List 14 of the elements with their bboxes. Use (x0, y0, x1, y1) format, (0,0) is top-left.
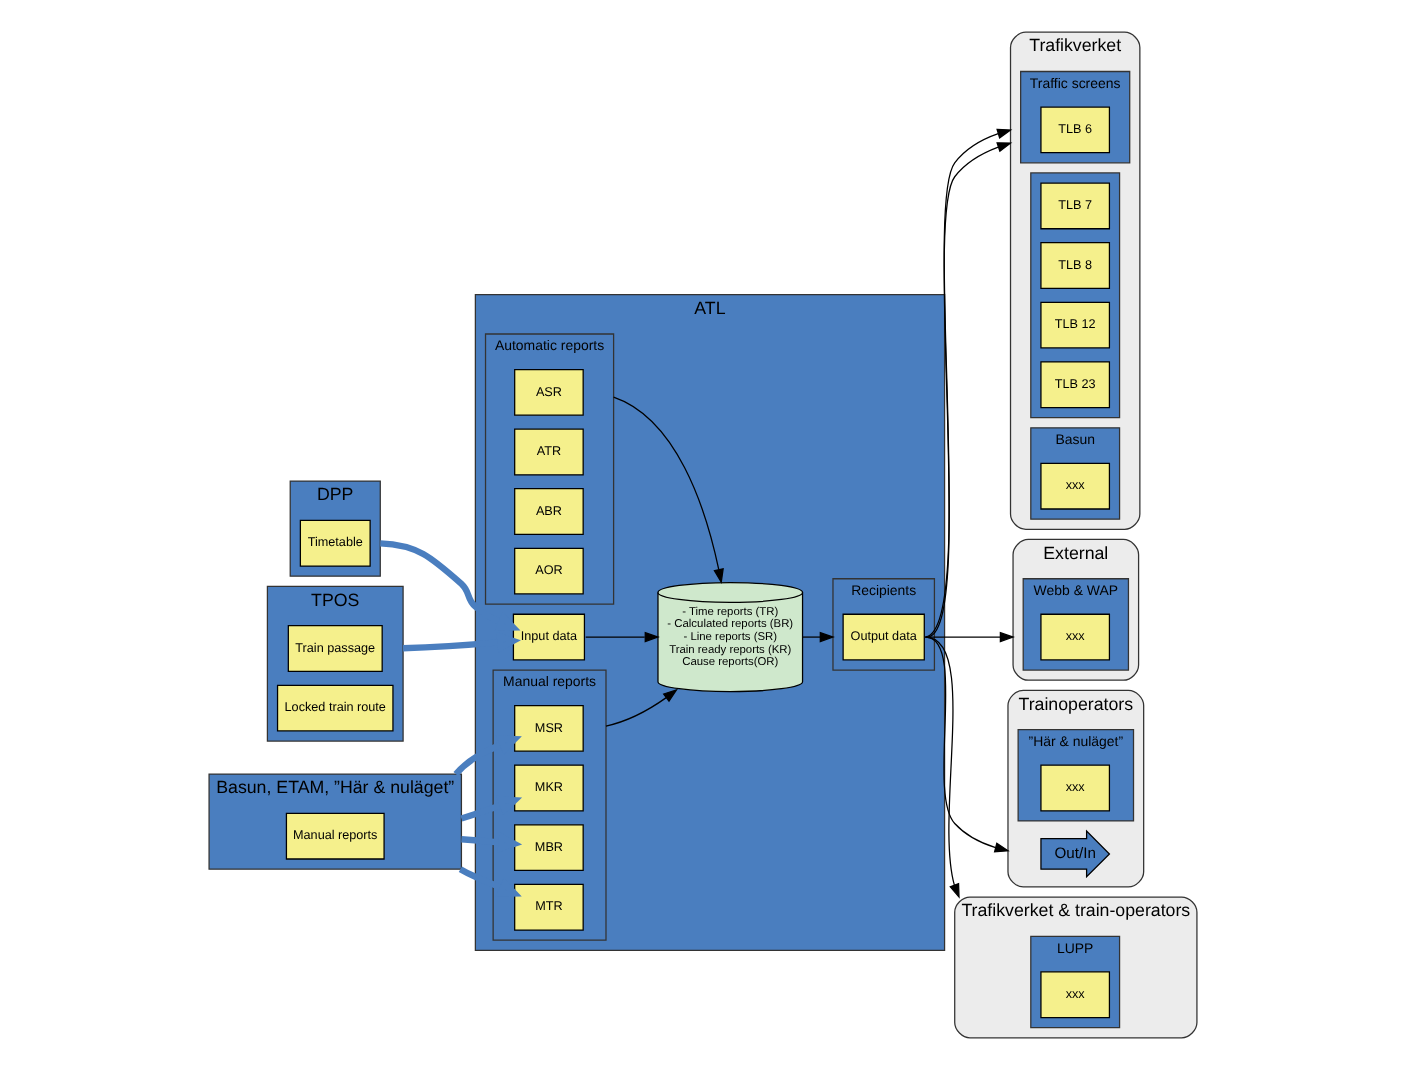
arrow (923, 636, 959, 899)
arrow (923, 636, 1009, 853)
arrow (800, 631, 834, 643)
arrow (379, 540, 520, 632)
arrow (611, 396, 723, 585)
arrow (459, 795, 522, 822)
arrow (460, 831, 522, 853)
arrow (923, 631, 1014, 643)
arrow (604, 688, 677, 727)
arrow (584, 631, 659, 643)
arrow (457, 866, 521, 897)
cluster (1029, 172, 1120, 419)
arrow (452, 735, 521, 777)
arrow (402, 632, 520, 653)
